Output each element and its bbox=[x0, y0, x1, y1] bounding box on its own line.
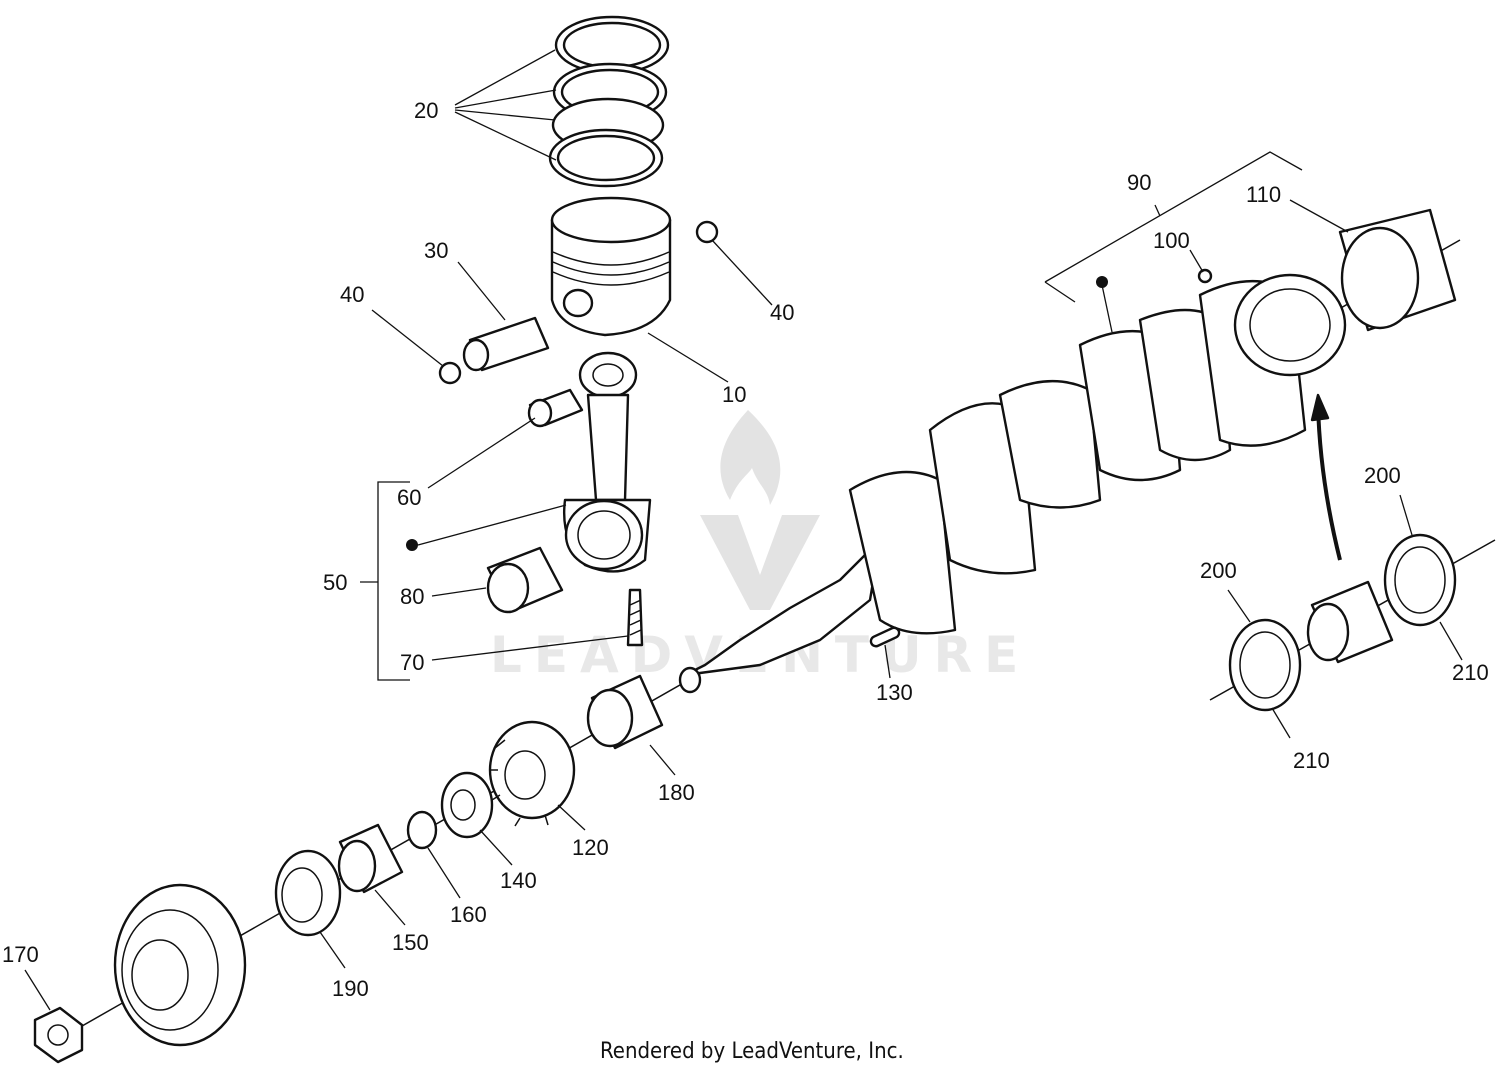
callout-120: 120 bbox=[572, 835, 609, 860]
callout-100: 100 bbox=[1153, 228, 1190, 253]
collar-2 bbox=[337, 823, 404, 894]
callout-40-left: 40 bbox=[340, 282, 364, 307]
collar bbox=[440, 771, 494, 839]
big-end-bearing bbox=[486, 546, 564, 614]
connecting-rod bbox=[563, 351, 652, 573]
snap-ring-right bbox=[695, 220, 719, 244]
leader-90-dot bbox=[1101, 284, 1113, 333]
callout-210-bottom: 210 bbox=[1293, 748, 1330, 773]
callout-110: 110 bbox=[1246, 182, 1281, 207]
dot-50 bbox=[406, 539, 418, 551]
piston-rings bbox=[548, 15, 670, 188]
assembly-arrowhead bbox=[1310, 393, 1330, 422]
crankshaft-pulley bbox=[113, 883, 247, 1047]
thrust-washer-left bbox=[1228, 618, 1302, 712]
snap-ring-left bbox=[438, 361, 462, 385]
callout-140: 140 bbox=[500, 868, 537, 893]
callout-20: 20 bbox=[414, 98, 438, 123]
piston bbox=[550, 196, 672, 337]
callout-180: 180 bbox=[658, 780, 695, 805]
oil-seal bbox=[274, 849, 342, 937]
callout-190: 190 bbox=[332, 976, 369, 1001]
callout-60: 60 bbox=[397, 485, 421, 510]
callout-30: 30 bbox=[424, 238, 448, 263]
callout-200-left: 200 bbox=[1200, 558, 1237, 583]
crank-gear bbox=[488, 720, 576, 827]
bracket-50 bbox=[360, 481, 410, 681]
pulley-nut bbox=[33, 1006, 84, 1064]
callout-50: 50 bbox=[323, 570, 347, 595]
assembly-arrow bbox=[1316, 404, 1342, 561]
bracket-90 bbox=[1044, 151, 1303, 303]
callout-10: 10 bbox=[722, 382, 746, 407]
callout-200-right: 200 bbox=[1364, 463, 1401, 488]
callout-210-right: 210 bbox=[1452, 660, 1489, 685]
piston-pin bbox=[462, 316, 550, 372]
o-ring bbox=[406, 810, 438, 850]
callout-130: 130 bbox=[876, 680, 913, 705]
footer-credit: Rendered by LeadVenture, Inc. bbox=[600, 1039, 904, 1064]
callout-70: 70 bbox=[400, 650, 424, 675]
leader-lines bbox=[24, 49, 1463, 1011]
callout-80: 80 bbox=[400, 584, 424, 609]
callout-170: 170 bbox=[2, 942, 39, 967]
con-rod-bolt bbox=[626, 588, 644, 647]
main-bearing-front bbox=[1338, 208, 1457, 332]
dot-90 bbox=[1096, 276, 1108, 288]
callout-150: 150 bbox=[392, 930, 429, 955]
callout-40-right: 40 bbox=[770, 300, 794, 325]
callout-90: 90 bbox=[1127, 170, 1151, 195]
callout-160: 160 bbox=[450, 902, 487, 927]
crankshaft-bushing bbox=[586, 674, 664, 750]
small-end-bushing bbox=[527, 388, 584, 428]
oil-plug bbox=[1197, 268, 1213, 284]
thrust-washer-right bbox=[1383, 533, 1457, 627]
feather-key bbox=[869, 626, 901, 648]
main-bearing-rear bbox=[1306, 580, 1394, 664]
crankshaft bbox=[678, 273, 1347, 694]
